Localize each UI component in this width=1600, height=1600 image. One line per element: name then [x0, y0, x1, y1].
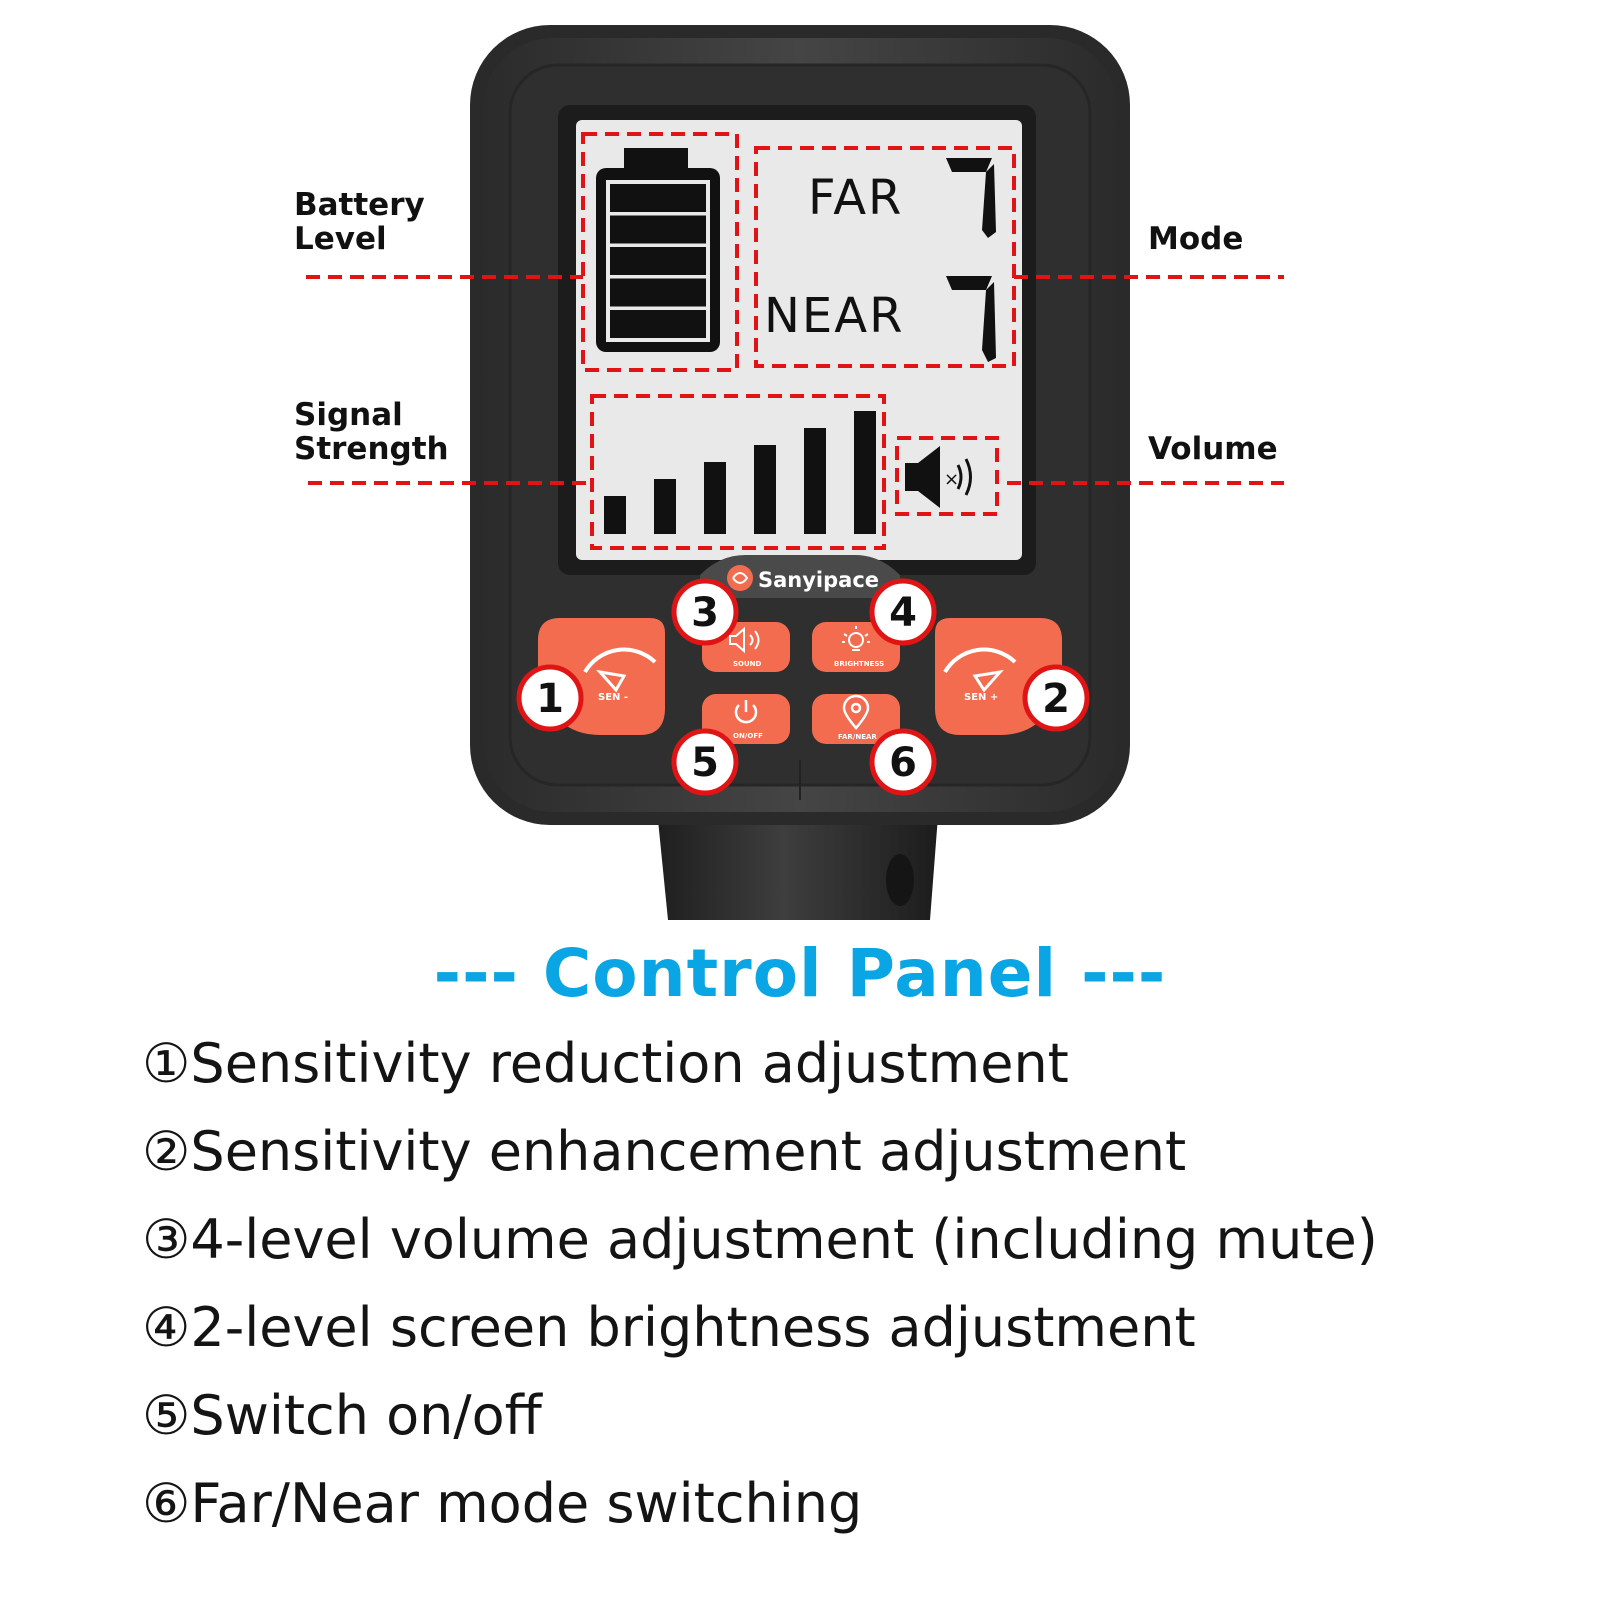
brightness-caption: BRIGHTNESS — [834, 660, 884, 668]
signal-strength-bars — [604, 411, 876, 534]
sen-plus-caption: SEN + — [964, 692, 998, 703]
svg-text:Sanyipace: Sanyipace — [758, 568, 879, 592]
callout-boxes — [306, 132, 1284, 550]
battery-icon — [596, 148, 720, 352]
battery-bar — [610, 184, 706, 212]
feature-item-5: ⑤Switch on/off — [142, 1384, 542, 1447]
sound-caption: SOUND — [733, 660, 762, 668]
sen-minus-caption: SEN - — [598, 692, 628, 703]
speaker-muted-icon: × — [905, 446, 972, 508]
bulb-icon — [842, 626, 870, 651]
lcd-far-label: FAR — [808, 170, 903, 226]
lcd-far-digit — [946, 158, 996, 238]
signal-bar — [654, 479, 676, 534]
on-off-caption: ON/OFF — [733, 732, 763, 740]
device-illustration: FAR NEAR × Sanyipace — [306, 25, 1284, 920]
battery-level-label: Battery Level — [294, 187, 425, 257]
feature-item-2: ②Sensitivity enhancement adjustment — [142, 1120, 1187, 1183]
marker-6: 6 — [869, 728, 937, 796]
location-pin-icon — [842, 694, 870, 730]
gauge-icon — [583, 647, 657, 674]
svg-text:4: 4 — [889, 590, 917, 636]
battery-bar — [610, 247, 706, 275]
feature-item-1: ①Sensitivity reduction adjustment — [142, 1032, 1069, 1095]
on-off-button[interactable]: ON/OFF — [702, 694, 790, 744]
signal-bar — [604, 496, 626, 534]
power-icon — [734, 700, 758, 724]
battery-callout-box — [581, 132, 739, 372]
lcd-near-digit — [946, 276, 996, 362]
speaker-icon — [729, 626, 760, 654]
feature-item-3: ③4-level volume adjustment (including mu… — [142, 1208, 1378, 1271]
signal-bar — [804, 428, 826, 534]
signal-bar — [754, 445, 776, 534]
brightness-button[interactable]: BRIGHTNESS — [812, 622, 900, 672]
signal-bar — [854, 411, 876, 534]
svg-text:5: 5 — [691, 740, 719, 786]
svg-text:1: 1 — [536, 676, 564, 722]
feature-item-6: ⑥Far/Near mode switching — [142, 1472, 863, 1535]
far-near-button[interactable]: FAR/NEAR — [812, 694, 900, 744]
marker-2: 2 — [1022, 664, 1090, 732]
signal-strength-label: Signal Strength — [294, 397, 449, 467]
svg-text:6: 6 — [889, 740, 917, 786]
brand-logo: Sanyipace — [700, 555, 900, 598]
metal-detector-device: FAR NEAR × Sanyipace — [294, 25, 1284, 920]
battery-bar — [610, 278, 706, 307]
volume-callout-box — [895, 436, 999, 516]
svg-text:3: 3 — [691, 590, 719, 636]
volume-label: Volume — [1148, 431, 1278, 467]
svg-text:2: 2 — [1042, 676, 1070, 722]
mode-callout-box — [754, 146, 1016, 368]
signal-bar — [704, 462, 726, 534]
handle-hole — [886, 854, 914, 906]
lcd-near-label: NEAR — [764, 288, 904, 344]
marker-3: 3 — [671, 578, 739, 646]
battery-bar — [610, 215, 706, 244]
far-near-caption: FAR/NEAR — [838, 733, 877, 741]
marker-5: 5 — [671, 728, 739, 796]
gauge-icon — [943, 647, 1017, 674]
mode-label: Mode — [1148, 221, 1244, 257]
svg-text:×: × — [944, 469, 959, 490]
control-panel-title: --- Control Panel --- — [433, 935, 1167, 1012]
signal-callout-box — [590, 394, 886, 550]
battery-bar — [610, 310, 706, 338]
marker-4: 4 — [869, 578, 937, 646]
feature-item-4: ④2-level screen brightness adjustment — [142, 1296, 1196, 1359]
feature-list: ①Sensitivity reduction adjustment ②Sensi… — [142, 1020, 1378, 1548]
marker-1: 1 — [516, 664, 584, 732]
